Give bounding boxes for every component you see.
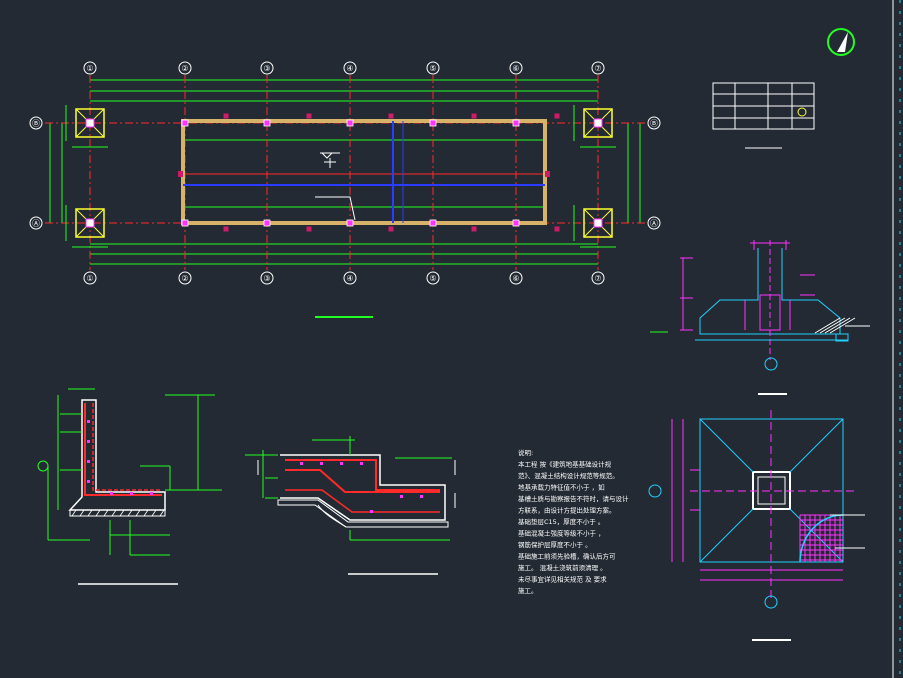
axis-bubble-bottom: ④ [343,271,357,285]
axis-label: ② [181,64,188,73]
anchor-marker [388,113,394,119]
axis-bubble-bottom: ② [178,271,192,285]
anchor-marker [306,113,312,119]
anchor-marker [223,226,229,232]
pier-marker [263,119,271,127]
foundation-plan: ① ② ③ ④ ⑤ ⑥ ⑦ ① ② ③ ④ ⑤ ⑥ ⑦ Ⓑ Ⓐ Ⓑ Ⓐ [29,61,661,285]
anchor-marker [545,171,550,177]
anchor-marker [471,226,477,232]
elevation-marker-icon [320,152,340,168]
axis-label: ③ [263,274,270,283]
note-line: 未尽事宜详见相关规范 及 要求 [518,575,607,584]
axis-label: ⑥ [512,274,519,283]
axis-label: ① [86,274,93,283]
axis-bubble-left: Ⓑ [29,116,43,130]
axis-bubble-top: ⑦ [591,61,605,75]
wall-footing-section [650,240,870,371]
axis-label: ⑦ [594,274,601,283]
anchor-marker [554,113,560,119]
ring-beam [181,119,547,225]
note-line: 钢筋保护层厚度不小于 。 [518,540,592,549]
plan-leader-line [315,196,356,221]
anchor-marker [223,113,229,119]
anchor-marker [554,226,560,232]
pier-marker [263,219,271,227]
axis-bubble-top: ⑥ [509,61,523,75]
axis-label: Ⓐ [32,219,40,228]
pier-marker [512,219,520,227]
note-line: 施工。 混凝土浇筑前须清理 。 [518,563,607,572]
axis-label: ① [86,64,93,73]
anchor-marker [388,226,394,232]
note-line: 说明: [518,448,533,457]
isolated-footing-plan [648,410,865,609]
note-line: 本工程 按《建筑地基基础设计规 [518,460,612,469]
pier-marker [512,119,520,127]
pier-marker [429,119,437,127]
title-block-table [712,82,815,130]
note-line: 基础混凝土强度等级不小于 ， [518,529,605,538]
anchor-marker [306,226,312,232]
plan-dimension-lines [49,79,641,265]
axis-label: ③ [263,64,270,73]
axis-label: ④ [346,64,353,73]
axis-label: ④ [346,274,353,283]
north-arrow-icon [827,28,855,56]
axis-bubble-left: Ⓐ [29,216,43,230]
pier-marker [429,219,437,227]
pier-marker [346,219,354,227]
footing-rebar-hatch [799,514,865,563]
column-footing [65,205,108,248]
column-footing [573,205,616,248]
axis-bubble-top: ① [83,61,97,75]
axis-bubble-bottom: ⑥ [509,271,523,285]
axis-bubble-bottom: ③ [260,271,274,285]
anchor-marker [178,171,183,177]
axis-bubble-bottom: ① [83,271,97,285]
note-line: 地基承载力特征值不小于 ，如 [518,483,605,492]
axis-label: Ⓑ [650,119,658,128]
note-line: 施工。 [518,586,538,595]
axis-bubble-bottom: ⑤ [426,271,440,285]
axis-label: ② [181,274,188,283]
column-footing [573,105,616,148]
axis-label: Ⓐ [650,219,658,228]
axis-label: Ⓑ [32,119,40,128]
note-line: 范》、混凝土结构设计规范等规范。 [518,471,619,480]
axis-label: ⑦ [594,64,601,73]
pier-marker [181,219,189,227]
axis-bubble-top: ② [178,61,192,75]
note-line: 方联系，由设计方提出处理方案。 [518,506,616,515]
axis-label: ⑤ [429,274,436,283]
axis-bubble-top: ⑤ [426,61,440,75]
pier-marker [181,119,189,127]
axis-bubble-bottom: ⑦ [591,271,605,285]
pier-marker [346,119,354,127]
axis-bubble-right: Ⓑ [647,116,661,130]
note-line: 基槽土质与勘察报告不符时，请与设计 [518,494,629,503]
column-footing [65,105,108,148]
stepped-footing-detail [245,436,456,541]
axis-bubble-top: ③ [260,61,274,75]
note-line: 基础垫层C15，厚度不小于 。 [518,517,604,526]
anchor-marker [471,113,477,119]
axis-label: ⑥ [512,64,519,73]
note-line: 基础施工前须先验槽，确认后方可 [518,552,616,561]
wall-base-detail [37,388,222,556]
axis-bubble-right: Ⓐ [647,216,661,230]
axis-label: ⑤ [429,64,436,73]
axis-bubble-top: ④ [343,61,357,75]
